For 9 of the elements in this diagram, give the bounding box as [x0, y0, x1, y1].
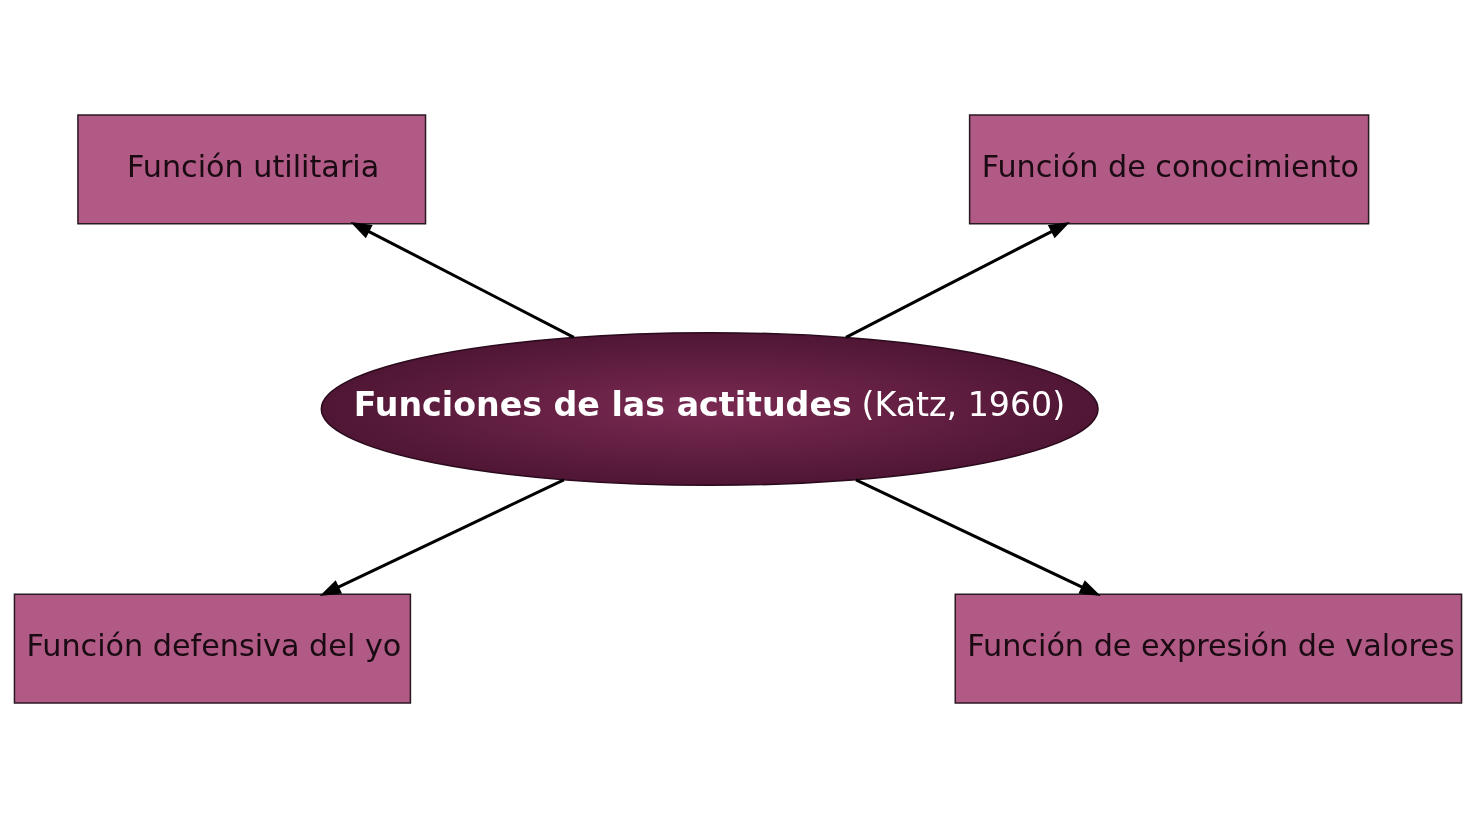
- arrow: [350, 221, 575, 339]
- node-box: Función defensiva del yo: [13, 592, 412, 704]
- arrow: [845, 221, 1071, 339]
- node-box: Función de conocimiento: [968, 113, 1370, 225]
- arrow: [319, 478, 565, 596]
- node-box: Función utilitaria: [77, 113, 427, 225]
- node-ellipse: Funciones de las actitudes (Katz, 1960): [320, 331, 1099, 486]
- node-box: Función de expresión de valores: [954, 592, 1463, 704]
- arrow: [855, 478, 1101, 596]
